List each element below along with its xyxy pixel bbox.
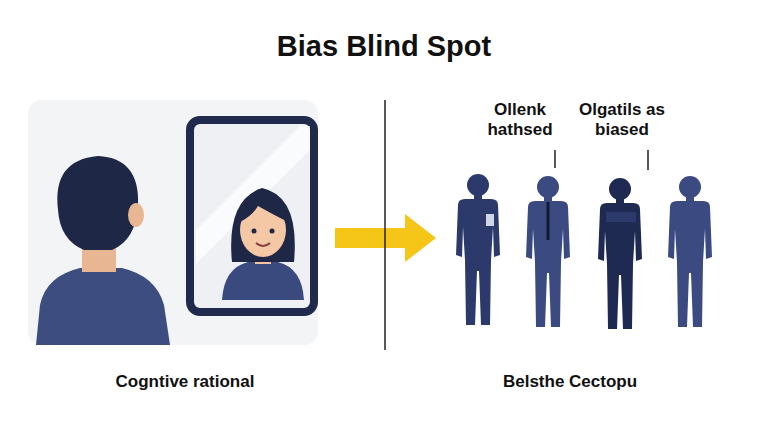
person-figure [598,178,642,329]
reflection-shirt [222,262,304,300]
reflection-eye [252,229,257,234]
reflection-hair [231,188,295,262]
viewer-hair [57,156,138,250]
crossed-arms [606,212,636,222]
mirror-frame [190,120,314,312]
label-text: Olgatils as biased [567,100,677,139]
label-text: Belsthe Cectopu [440,372,700,392]
mirror-glare [196,126,310,264]
diagram-title: Bias Blind Spot [0,30,768,63]
leader-tick [647,150,649,170]
background-panel [28,100,318,345]
leader-tick [554,150,556,168]
person-figure [668,176,712,327]
necktie [547,202,550,240]
label-text: Cogntive rational [55,372,315,392]
person-figure [456,174,500,325]
viewer-ear [128,203,144,227]
reflection-eye [270,229,275,234]
reflection-smile [256,243,270,246]
person-figure [526,176,570,327]
phone [486,214,494,226]
label-text: Ollenk hathsed [480,100,560,139]
divider-line [384,100,386,350]
reflection-fringe [240,200,288,222]
viewer-shirt [36,268,170,345]
